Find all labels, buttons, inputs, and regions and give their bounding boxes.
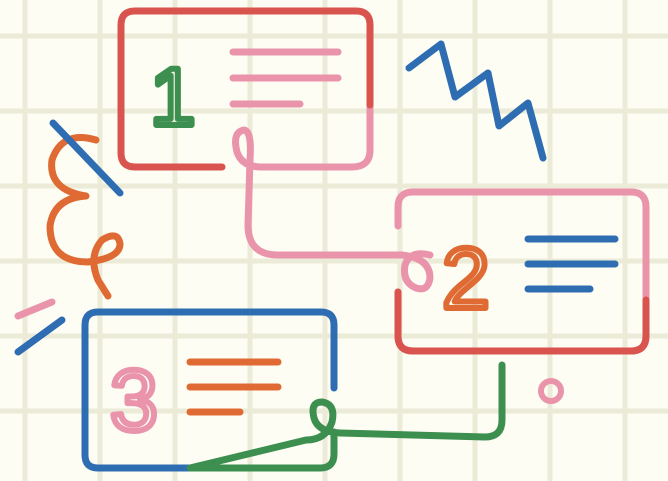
- card-3-number: 3: [110, 353, 158, 449]
- card-2-frame: [398, 192, 646, 351]
- connector-2-to-3: [190, 365, 502, 468]
- card-2-frame-accent: [398, 292, 646, 351]
- slash-doodle: [53, 123, 120, 193]
- card-1-number: 1: [150, 52, 196, 143]
- card-2-number: 2: [442, 231, 490, 327]
- card-2: 2: [398, 192, 646, 351]
